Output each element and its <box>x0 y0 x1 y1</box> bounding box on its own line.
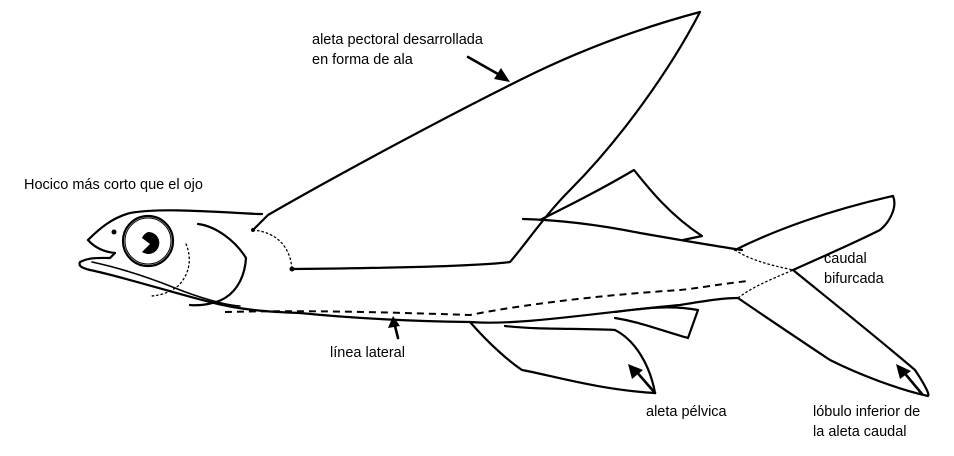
preoperculum-dots <box>149 243 190 297</box>
body-belly-outline <box>298 296 740 324</box>
caudal-base-dots <box>734 249 796 299</box>
body-dorsal-outline <box>86 209 264 242</box>
dorsal-fin-outline <box>538 168 704 242</box>
operculum-outline <box>188 222 248 307</box>
pectoral-fin-outline <box>251 10 702 271</box>
mouth-outline <box>78 238 302 315</box>
label-pelvic-fin: aleta pélvica <box>646 404 727 420</box>
pectoral-fin-base-dots <box>252 229 293 270</box>
arrow-pelvic <box>628 364 657 395</box>
body-back-outline <box>521 217 744 252</box>
arrow-lateral-line <box>388 316 400 340</box>
label-pectoral-fin: aleta pectoral desarrollada en forma de … <box>312 32 483 68</box>
nostril-icon <box>111 229 117 235</box>
arrow-pectoral <box>466 55 510 82</box>
pupil-icon <box>142 231 160 254</box>
label-lower-lobe: lóbulo inferior de la aleta caudal <box>813 404 921 440</box>
caudal-fin-lower <box>736 268 930 398</box>
caudal-fin-upper <box>733 194 896 272</box>
label-snout: Hocico más corto que el ojo <box>24 177 203 193</box>
eye-outline <box>121 214 175 268</box>
pelvic-fin-outline <box>468 320 657 395</box>
anal-fin-outline <box>613 306 700 340</box>
label-caudal: caudal bifurcada <box>824 251 884 287</box>
lateral-line <box>224 280 749 317</box>
label-lateral-line: línea lateral <box>330 345 405 361</box>
arrow-lower-lobe <box>896 364 924 396</box>
jaw-line <box>91 261 241 307</box>
